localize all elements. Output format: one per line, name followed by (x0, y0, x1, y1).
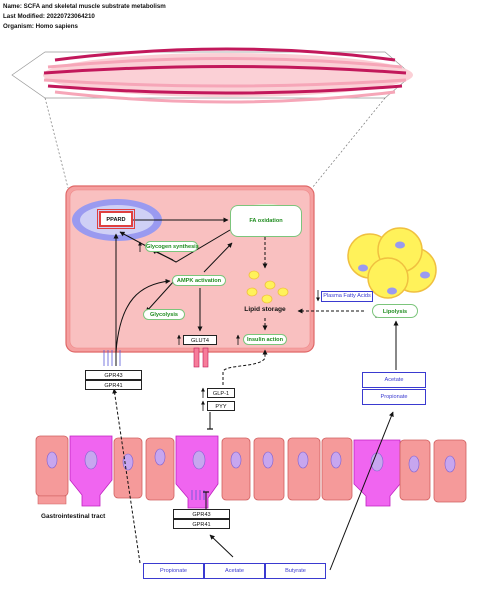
muscle-fiber-illustration (11, 47, 413, 189)
acetate-right-node[interactable]: Acetate (362, 372, 426, 388)
lipolysis-node[interactable]: Lipolysis (372, 304, 418, 318)
lipid-storage-node[interactable]: Lipid storage (244, 306, 286, 313)
organism: Organism: Homo sapiens (3, 23, 78, 30)
pyy-node[interactable]: PYY (207, 401, 235, 411)
glut4-node[interactable]: GLUT4 (183, 335, 217, 345)
gi-tract-label: Gastrointestinal tract (41, 513, 106, 520)
insulin-action-node[interactable]: Insulin action (243, 334, 287, 345)
last-modified: Last Modified: 20220723064210 (3, 13, 95, 20)
plasma-fatty-acids-node[interactable]: Plasma Fatty Acids (321, 291, 373, 302)
acetate-bottom-node[interactable]: Acetate (204, 563, 265, 579)
gpr41-bottom-node[interactable]: GPR41 (173, 519, 230, 529)
intestinal-epithelium (35, 435, 467, 509)
adipocytes (347, 227, 437, 299)
glycogen-synthesis-node[interactable]: Glycogen synthesis (145, 241, 199, 252)
gpr41-top-node[interactable]: GPR41 (85, 380, 142, 390)
propionate-bottom-node[interactable]: Propionate (143, 563, 204, 579)
butyrate-bottom-node[interactable]: Butyrate (265, 563, 326, 579)
glp1-node[interactable]: GLP-1 (207, 388, 235, 398)
ampk-activation-node[interactable]: AMPK activation (172, 275, 226, 286)
pathway-edges (112, 217, 399, 571)
ppard-node[interactable]: PPARD (97, 209, 135, 229)
fa-oxidation-node[interactable]: FA oxidation (230, 205, 302, 237)
glycolysis-node[interactable]: Glycolysis (143, 309, 185, 320)
lipid-droplets (246, 270, 289, 304)
pathway-name: Name: SCFA and skeletal muscle substrate… (3, 3, 166, 10)
propionate-right-node[interactable]: Propionate (362, 389, 426, 405)
gpr43-top-node[interactable]: GPR43 (85, 370, 142, 380)
gpr43-bottom-node[interactable]: GPR43 (173, 509, 230, 519)
